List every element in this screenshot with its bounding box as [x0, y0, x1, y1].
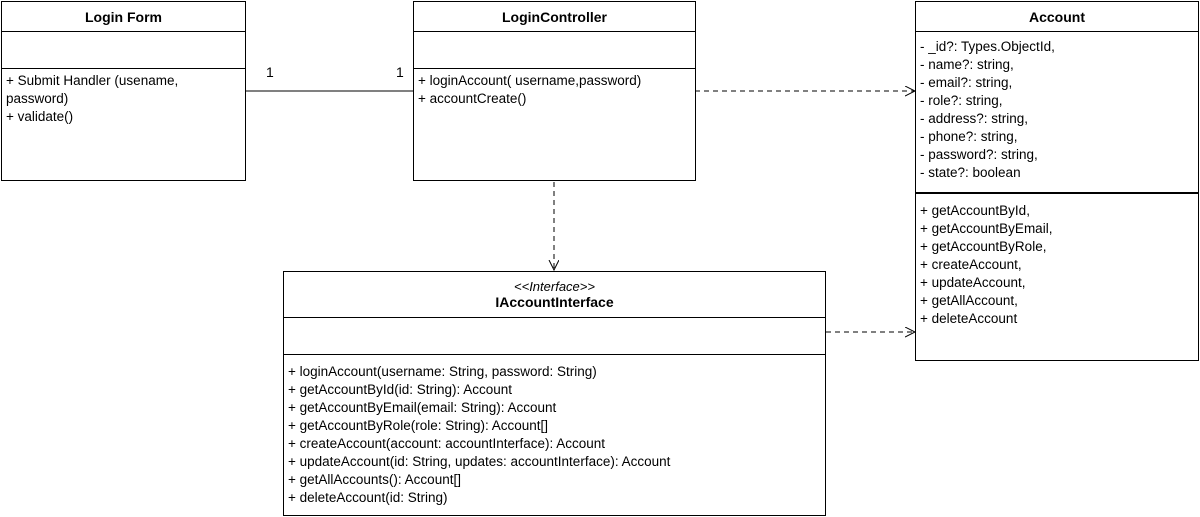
class-name: LoginController [414, 2, 695, 32]
method-row: + updateAccount, [920, 275, 1026, 290]
class-account[interactable]: Account - _id?: Types.ObjectId, - name?:… [915, 1, 1199, 361]
method-row: + getAllAccounts(): Account[] [288, 472, 461, 487]
attribute-row: - email?: string, [920, 75, 1013, 90]
multiplicity-login-form: 1 [266, 64, 274, 80]
method-row: + getAccountByRole, [920, 239, 1047, 254]
method-row: + getAccountByRole(role: String): Accoun… [288, 418, 549, 433]
method-row: + updateAccount(id: String, updates: acc… [288, 454, 671, 469]
method-row: + deleteAccount(id: String) [288, 490, 448, 505]
method-row: + getAccountByEmail, [920, 221, 1053, 236]
attributes-section [414, 32, 695, 68]
stereotype-label: <<Interface>> [514, 279, 595, 294]
attributes-section [2, 32, 245, 68]
multiplicity-login-controller: 1 [396, 64, 404, 80]
attribute-row: - password?: string, [920, 147, 1038, 162]
method-row: + getAccountById, [920, 203, 1030, 218]
method-row: + createAccount, [920, 257, 1022, 272]
methods-section: + getAccountById, + getAccountByEmail, +… [916, 192, 1198, 331]
method-row: + accountCreate() [418, 91, 527, 106]
class-name: Account [916, 2, 1198, 32]
method-row: + getAccountById(id: String): Account [288, 382, 512, 397]
method-row: + validate() [6, 109, 74, 124]
attribute-row: - _id?: Types.ObjectId, [920, 39, 1055, 54]
method-row: + getAllAccount, [920, 293, 1018, 308]
methods-section: + loginAccount(username: String, passwor… [284, 354, 825, 510]
attribute-row: - state?: boolean [920, 165, 1021, 180]
class-name: Login Form [2, 2, 245, 32]
method-row: + getAccountByEmail(email: String): Acco… [288, 400, 557, 415]
interface-header: <<Interface>> IAccountInterface [284, 272, 825, 318]
attribute-row: - role?: string, [920, 93, 1003, 108]
attributes-section: - _id?: Types.ObjectId, - name?: string,… [916, 32, 1198, 192]
attributes-section [284, 318, 825, 354]
method-row: + Submit Handler (usename, password) [6, 73, 179, 106]
method-row: + loginAccount(username: String, passwor… [288, 364, 597, 379]
interface-name: IAccountInterface [495, 294, 614, 310]
attribute-row: - phone?: string, [920, 129, 1018, 144]
method-row: + loginAccount( username,password) [418, 73, 642, 88]
attribute-row: - address?: string, [920, 111, 1029, 126]
class-login-controller[interactable]: LoginController + loginAccount( username… [413, 1, 696, 181]
method-row: + deleteAccount [920, 311, 1018, 326]
interface-account[interactable]: <<Interface>> IAccountInterface + loginA… [283, 271, 826, 516]
methods-section: + Submit Handler (usename, password) + v… [2, 68, 245, 129]
attribute-row: - name?: string, [920, 57, 1014, 72]
method-row: + createAccount(account: accountInterfac… [288, 436, 606, 451]
class-login-form[interactable]: Login Form + Submit Handler (usename, pa… [1, 1, 246, 181]
methods-section: + loginAccount( username,password) + acc… [414, 68, 695, 111]
